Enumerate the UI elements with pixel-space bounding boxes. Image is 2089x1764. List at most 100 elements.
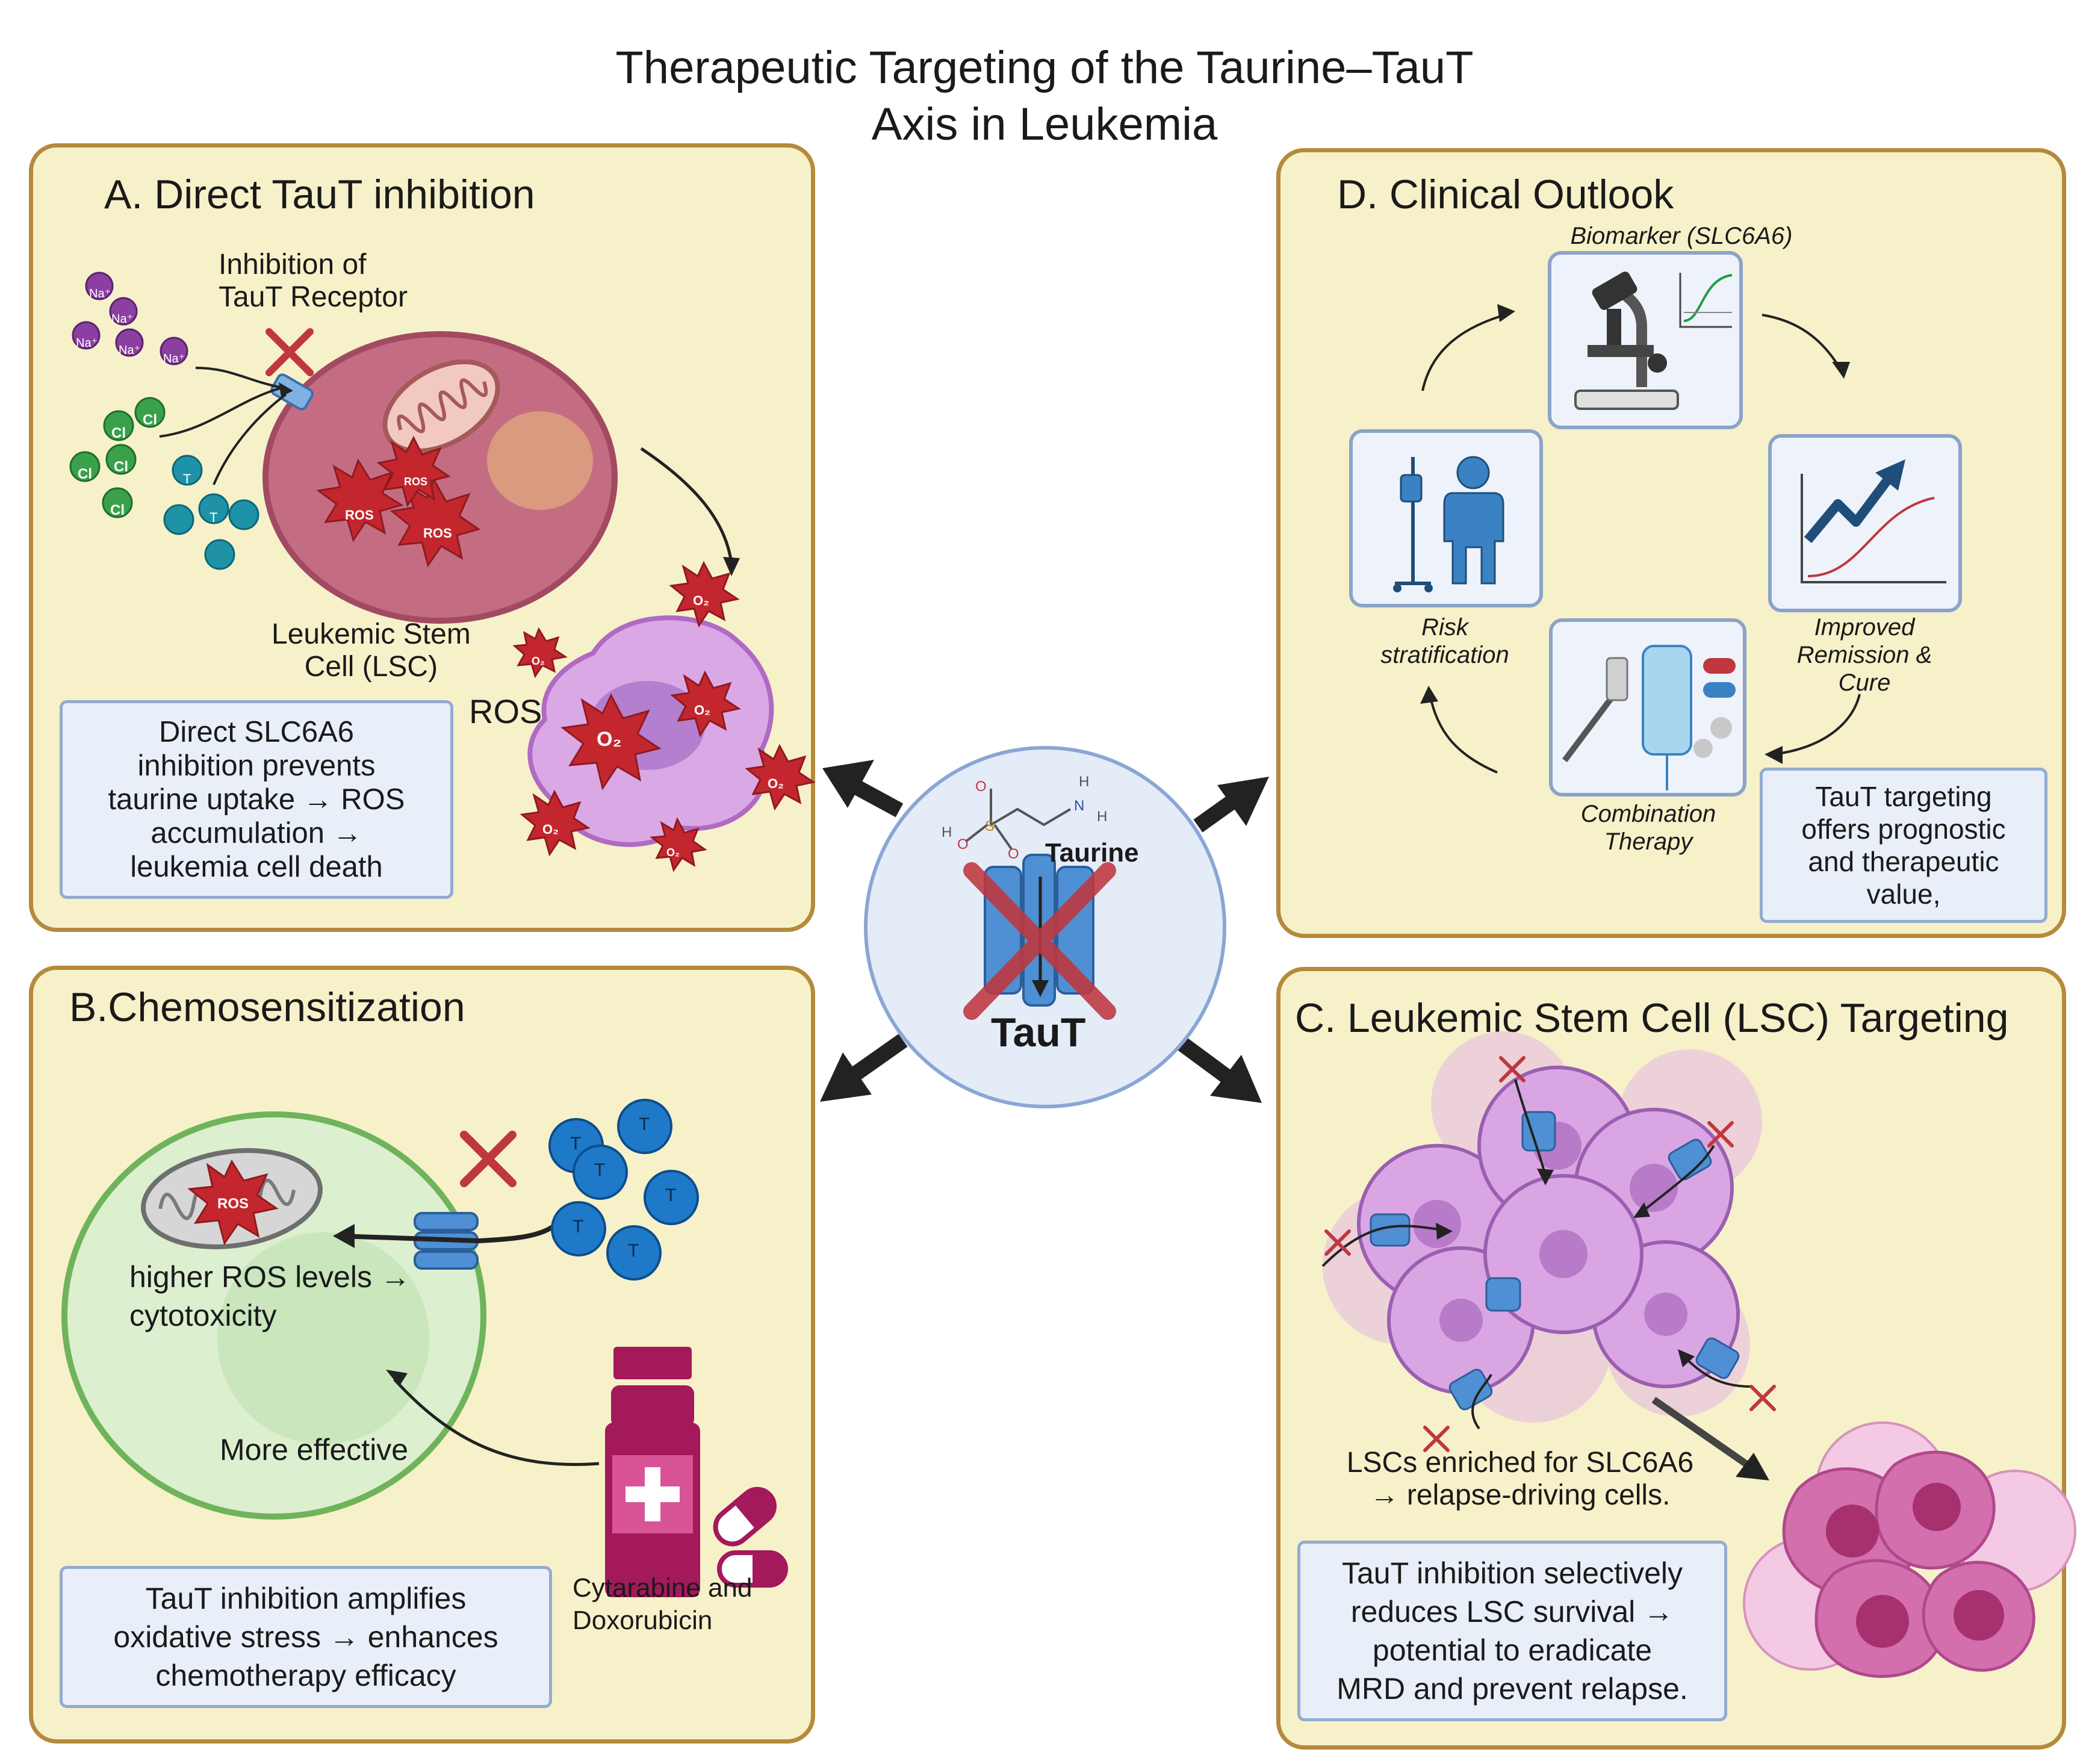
growth-chart-icon [1801, 459, 1946, 583]
remission-label-line-1: Improved [1814, 614, 1915, 641]
cl-ion [103, 410, 134, 441]
o2-label: O₂ [532, 655, 545, 667]
summary-line: inhibition prevents [137, 750, 376, 782]
ros-burst-label: ROS [404, 476, 428, 488]
risk-card [1349, 429, 1543, 607]
inhibition-cross-icon [1423, 1426, 1450, 1452]
inhibition-cross-icon [1707, 1121, 1734, 1148]
remission-label-line-3: Cure [1838, 669, 1891, 696]
inhibition-cross-icon [265, 328, 314, 376]
title-line-2: Axis in Leukemia [871, 99, 1218, 150]
ros-bursts [316, 435, 481, 568]
na-symbol: Na⁺ [76, 337, 98, 350]
lsc-label-line-1: Leukemic Stem [272, 618, 471, 650]
taut-transporter [1485, 1277, 1521, 1312]
summary-line: TauT inhibition amplifies [145, 1582, 467, 1615]
ros-burst-icon [187, 1159, 279, 1246]
lsc-caption: LSCs enriched for SLC6A6 → relapse-drivi… [1339, 1447, 1701, 1512]
drugs-label-line-2: Doxorubicin [573, 1606, 713, 1635]
na-symbol: Na⁺ [119, 344, 141, 357]
o2-burst-icon [669, 561, 740, 628]
microscope-icon [1574, 272, 1733, 410]
cl-ion [69, 451, 101, 482]
panel-a-title: A. Direct TauT inhibition [104, 172, 535, 217]
ros-burst-label: ROS [345, 508, 374, 523]
lsc-caption-line-2: → relapse-driving cells. [1370, 1479, 1671, 1511]
center-inhibition-cross-icon [963, 862, 1116, 1020]
panel-d-title: D. Clinical Outlook [1337, 172, 1674, 217]
summary-line: chemotherapy efficacy [155, 1659, 456, 1692]
atom-label: H [942, 824, 952, 840]
panel-a-summary-box: Direct SLC6A6 inhibition prevents taurin… [60, 700, 453, 899]
summary-line: TauT inhibition selectively [1341, 1556, 1683, 1590]
lsc-caption-line-1: LSCs enriched for SLC6A6 [1346, 1447, 1694, 1479]
na-ion [160, 337, 188, 365]
lsc-nucleus [1644, 1293, 1687, 1336]
summary-line: and therapeutic [1808, 846, 1999, 877]
na-ion [109, 297, 138, 326]
panel-chemosensitization: B.Chemosensitization [29, 966, 815, 1744]
transport-arrow [1032, 980, 1049, 997]
relapse-arrow [1736, 1453, 1769, 1480]
arrow-to-panel-d [1193, 777, 1269, 833]
na-symbol: Na⁺ [89, 287, 111, 300]
na-ion [115, 328, 144, 357]
relapse-nucleus [1913, 1483, 1961, 1531]
taut-transporter [414, 1212, 479, 1270]
taut-transporter [1668, 1138, 1712, 1181]
cl-symbol: Cl [114, 459, 128, 475]
cl-ion [105, 444, 137, 475]
combination-card [1549, 618, 1746, 797]
o2-burst-icon [670, 670, 741, 738]
summary-line: potential to eradicate [1372, 1633, 1653, 1667]
panel-lsc-targeting: C. Leukemic Stem Cell (LSC) Targeting [1276, 967, 2076, 1750]
drugs-label-line-1: Cytarabine and [573, 1573, 753, 1603]
o2-label: O₂ [694, 703, 710, 718]
figure-title: Therapeutic Targeting of the Taurine–Tau… [0, 40, 2089, 153]
remission-card [1768, 434, 1962, 612]
cl-symbol: Cl [110, 502, 125, 518]
nucleus [487, 411, 593, 510]
arrow-to-panel-b [820, 1034, 908, 1102]
summary-line: accumulation → [151, 817, 362, 849]
panel-c-summary-box: TauT inhibition selectively reduces LSC … [1297, 1541, 1727, 1721]
lsc-nucleus [1539, 1230, 1588, 1278]
atom-label: O [975, 778, 987, 795]
ros-burst-label: ROS [217, 1196, 249, 1212]
arrow-to-panel-c [1173, 1034, 1262, 1103]
na-ion-group [72, 272, 188, 365]
arrow-to-panel-a [822, 760, 904, 818]
taurine-molecule [606, 1225, 662, 1281]
summary-line: Direct SLC6A6 [158, 716, 355, 748]
summary-line: taurine uptake → ROS [108, 783, 405, 816]
inhibition-label: Inhibition of TauT Receptor [219, 249, 408, 314]
o2-burst-icon [520, 789, 591, 857]
summary-line: reduces LSC survival → [1350, 1595, 1674, 1629]
o2-label: O₂ [768, 776, 784, 791]
drugs-iv-icon [1562, 645, 1736, 790]
risk-label-line-1: Risk [1421, 614, 1468, 641]
relapse-nucleus [1856, 1595, 1909, 1648]
taurine-molecule [551, 1201, 606, 1256]
ros-burst-label: ROS [423, 526, 452, 541]
na-symbol: Na⁺ [163, 352, 185, 365]
ros-levels-label: higher ROS levels → cytotoxicity [129, 1258, 411, 1335]
inhibition-label-line-1: Inhibition of [219, 249, 367, 281]
superoxide-bursts [512, 561, 816, 872]
panel-direct-taut-inhibition: A. Direct TauT inhibition Inhibition of … [29, 143, 816, 932]
ros-levels-line-2: cytotoxicity [129, 1299, 277, 1332]
taurine-symbol: T [665, 1185, 677, 1205]
more-effective-label: More effective [220, 1433, 409, 1467]
risk-label-line-2: stratification [1380, 642, 1509, 668]
t-symbol: T [183, 471, 191, 486]
cl-symbol: Cl [111, 425, 126, 441]
lsc-nucleus [1630, 1164, 1678, 1212]
panel-b-title: B.Chemosensitization [69, 984, 465, 1030]
o2-burst-icon [650, 817, 707, 872]
taut-label: TauT [991, 1010, 1086, 1055]
summary-line: TauT targeting [1815, 781, 1992, 812]
pill-capsule-icon [717, 1550, 788, 1588]
lsc-label: Leukemic Stem Cell (LSC) [272, 618, 471, 683]
cycle-arrows [1420, 304, 1861, 774]
